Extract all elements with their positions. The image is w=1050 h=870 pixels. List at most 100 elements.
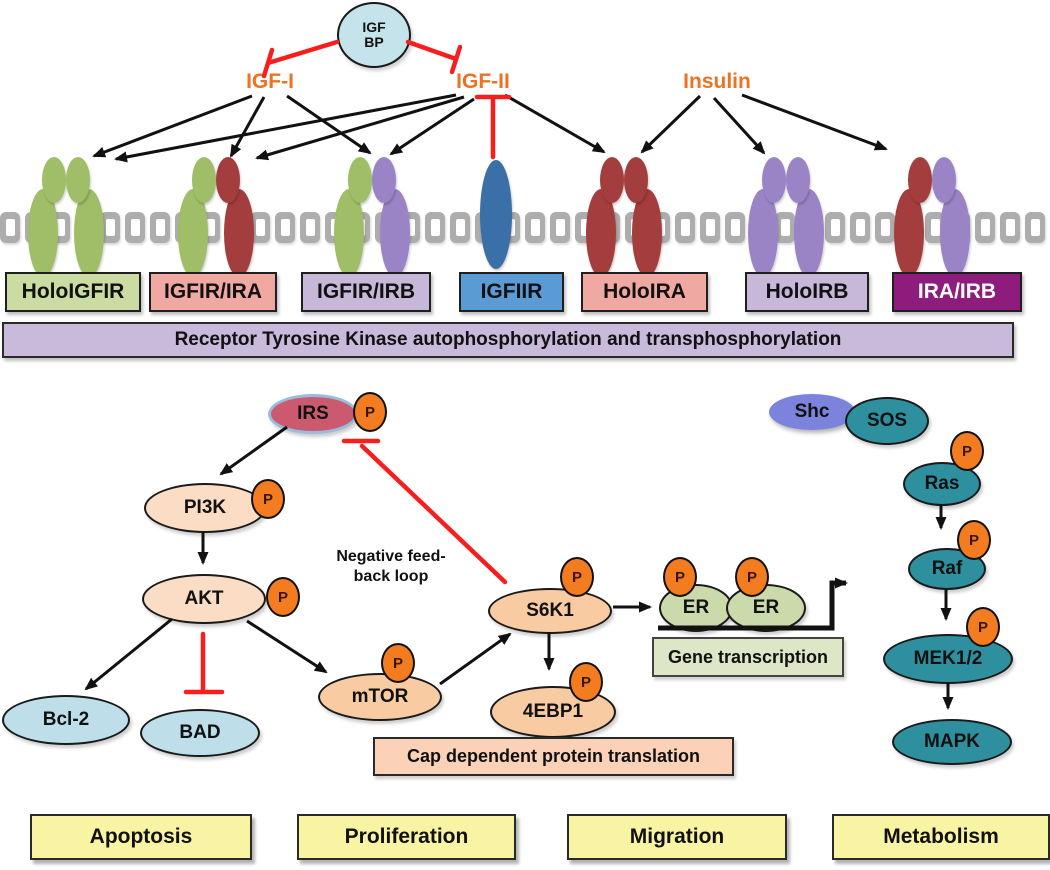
receptor-subunit-alpha: [42, 157, 66, 203]
node-er-2[interactable]: ER: [726, 584, 806, 632]
membrane-unit-hole: [455, 219, 465, 236]
receptor-subunit-alpha: [372, 157, 396, 203]
receptor-subunit-beta: [894, 189, 924, 277]
membrane-unit: [1025, 212, 1045, 243]
membrane-unit: [675, 212, 695, 243]
membrane-unit-hole: [105, 219, 115, 236]
phospho-badge-s6k1: P: [560, 557, 594, 597]
membrane-unit: [825, 212, 845, 243]
membrane-unit: [150, 212, 170, 243]
receptor-label-holoirb: HoloIRB: [745, 272, 869, 312]
membrane-unit-hole: [680, 219, 690, 236]
receptor-subunit-beta: [178, 189, 208, 277]
receptor-holoirb[interactable]: [736, 157, 836, 317]
membrane-unit-hole: [5, 219, 15, 236]
receptor-holoigfir[interactable]: [16, 157, 116, 317]
membrane-unit: [125, 212, 145, 243]
receptor-subunit-beta: [28, 189, 58, 277]
membrane-unit: [275, 212, 295, 243]
receptor-subunit-alpha: [932, 157, 956, 203]
node-akt[interactable]: AKT: [142, 574, 266, 624]
phospho-badge-mtor: P: [381, 643, 415, 683]
node-pi3k[interactable]: PI3K: [144, 483, 266, 533]
node-shc[interactable]: Shc: [769, 394, 855, 430]
node-raf[interactable]: Raf: [908, 548, 986, 590]
receptor-subunit-beta: [334, 189, 364, 277]
receptor-label-igfiir: IGFIIR: [459, 272, 564, 312]
receptor-label-ira-irb: IRA/IRB: [892, 272, 1022, 312]
receptor-subunit-alpha: [348, 157, 372, 203]
receptor-subunit-alpha: [216, 157, 240, 203]
cap-translation-box: Cap dependent protein translation: [373, 737, 734, 776]
membrane-unit-hole: [705, 219, 715, 236]
receptor-subunit-beta: [748, 189, 778, 277]
node-s6k1[interactable]: S6K1: [488, 588, 612, 634]
igfbp-node[interactable]: IGF BP: [337, 2, 411, 68]
membrane-unit-hole: [1030, 219, 1040, 236]
ligand-insulin[interactable]: Insulin: [683, 70, 751, 93]
igfbp-label-line1: IGF: [362, 19, 386, 35]
gene-transcription-box: Gene transcription: [652, 637, 844, 677]
membrane-unit: [525, 212, 545, 243]
membrane-unit: [0, 212, 20, 243]
receptor-subunit-alpha: [624, 157, 648, 203]
receptor-subunit-beta: [632, 189, 662, 277]
membrane-unit: [700, 212, 720, 243]
ligand-receptor-arrows: [92, 93, 888, 163]
membrane-unit-hole: [130, 219, 140, 236]
node-mtor[interactable]: mTOR: [318, 673, 442, 721]
phospho-badge-mek12: P: [966, 607, 1000, 647]
node-mapk[interactable]: MAPK: [892, 719, 1012, 765]
membrane-unit-hole: [855, 219, 865, 236]
receptor-subunit-beta: [940, 189, 970, 277]
node-bcl2[interactable]: Bcl-2: [2, 695, 130, 745]
receptor-ira-irb[interactable]: [882, 157, 982, 317]
membrane-unit-hole: [55, 219, 65, 236]
membrane-unit: [250, 212, 270, 243]
membrane-unit-hole: [155, 219, 165, 236]
phospho-badge-irs: P: [353, 392, 387, 432]
receptor-subunit-beta: [794, 189, 824, 277]
ligand-igf1[interactable]: IGF-I: [246, 70, 294, 93]
membrane-unit-hole: [980, 219, 990, 236]
receptor-igfir-ira[interactable]: [166, 157, 266, 317]
receptor-subunit-beta: [480, 160, 512, 269]
membrane-unit-hole: [280, 219, 290, 236]
membrane-unit-hole: [830, 219, 840, 236]
phospho-badge-ras: P: [950, 431, 984, 471]
receptor-subunit-beta: [224, 189, 254, 277]
receptor-igfiir[interactable]: [446, 157, 546, 317]
receptor-subunit-alpha: [762, 157, 786, 203]
membrane-unit: [875, 212, 895, 243]
receptor-igfir-irb[interactable]: [322, 157, 422, 317]
membrane-unit-hole: [305, 219, 315, 236]
receptor-subunit-alpha: [600, 157, 624, 203]
receptor-label-igfir-ira: IGFIR/IRA: [149, 272, 277, 312]
receptor-subunit-alpha: [786, 157, 810, 203]
receptor-holoira[interactable]: [574, 157, 674, 317]
membrane-unit-hole: [930, 219, 940, 236]
membrane-unit-hole: [255, 219, 265, 236]
receptor-subunit-beta: [586, 189, 616, 277]
receptor-label-holoigfir: HoloIGFIR: [5, 272, 141, 312]
ligand-igf2[interactable]: IGF-II: [456, 70, 510, 93]
phospho-badge-akt: P: [266, 577, 300, 617]
negative-feedback-note: Negative feed- back loop: [320, 547, 462, 587]
outcome-apoptosis: Apoptosis: [30, 814, 252, 860]
receptor-label-igfir-irb: IGFIR/IRB: [301, 272, 431, 312]
phospho-badge-raf: P: [957, 520, 991, 560]
membrane-unit: [1000, 212, 1020, 243]
receptor-label-holoira: HoloIRA: [581, 272, 708, 312]
outcome-migration: Migration: [567, 814, 787, 860]
membrane-unit: [425, 212, 445, 243]
phospho-badge-er2: P: [735, 557, 769, 597]
membrane-unit: [300, 212, 320, 243]
node-irs[interactable]: IRS: [268, 394, 358, 434]
membrane-unit: [725, 212, 745, 243]
membrane-unit-hole: [780, 219, 790, 236]
node-bad[interactable]: BAD: [140, 709, 260, 757]
node-sos[interactable]: SOS: [845, 397, 929, 445]
membrane-unit-hole: [580, 219, 590, 236]
outcome-proliferation: Proliferation: [297, 814, 516, 860]
